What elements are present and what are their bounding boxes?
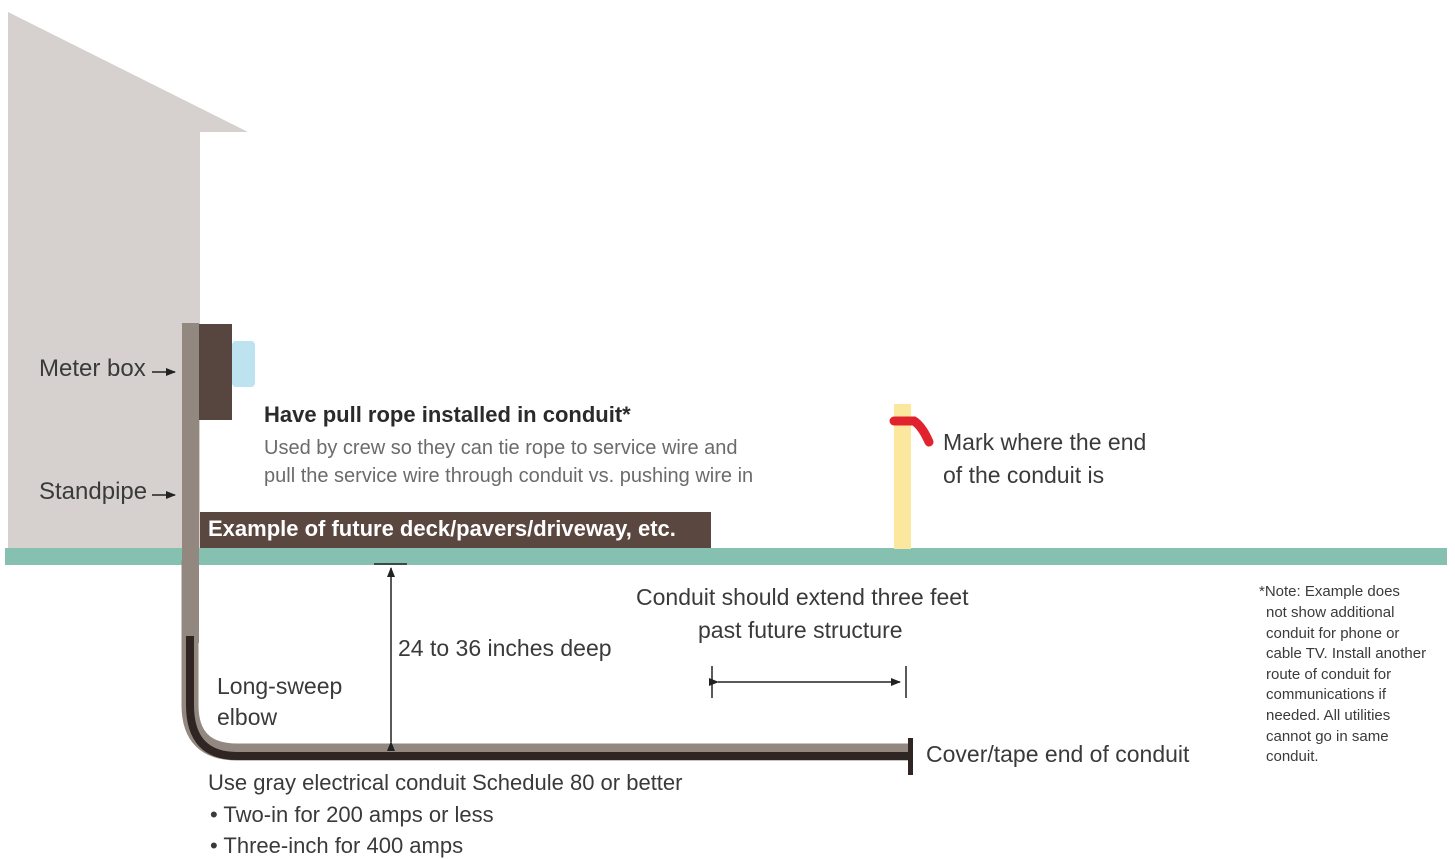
marker-stake [894,404,911,549]
ground-line [5,548,1447,565]
marker-flag [889,416,934,447]
standpipe-label: Standpipe [39,478,148,505]
note-line-5: route of conduit for [1266,666,1392,683]
note-line-1: *Note: Example does [1259,583,1400,600]
future-structure-label: Example of future deck/pavers/driveway, … [208,516,676,541]
depth-label: 24 to 36 inches deep [398,635,612,661]
note-line-9: conduit. [1266,748,1319,765]
meter-box-label: Meter box [39,355,146,382]
house [8,12,248,549]
conduit-spec-bullet-1: • Two-in for 200 amps or less [210,802,494,827]
extend-label-line1: Conduit should extend three feet [636,584,969,610]
conduit [186,636,912,760]
conduit-spec-bullet-2: • Three-inch for 400 amps [210,833,464,858]
note-line-6: communications if [1266,686,1387,703]
meter-glass [232,341,255,387]
pull-rope-title: Have pull rope installed in conduit* [264,402,631,427]
note-line-7: needed. All utilities [1266,707,1391,724]
note-line-2: not show additional [1266,604,1395,621]
conduit-spec-bullet-2-text: Three-inch for 400 amps [223,833,464,858]
cover-label: Cover/tape end of conduit [926,741,1190,767]
pull-rope-desc-line2: pull the service wire through conduit vs… [264,465,754,487]
elbow-label-line2: elbow [217,704,278,730]
marker-label-line1: Mark where the end [943,429,1147,455]
conduit-spec-heading: Use gray electrical conduit Schedule 80 … [208,770,683,795]
extend-label-line2: past future structure [698,617,903,643]
marker-label-line2: of the conduit is [943,462,1105,488]
conduit-spec-bullet-1-text: Two-in for 200 amps or less [223,802,494,827]
note-line-4: cable TV. Install another [1266,645,1427,662]
future-structure-bar [200,512,711,548]
note-line-3: conduit for phone or [1266,625,1400,642]
conduit-end-cap [908,738,913,775]
pull-rope-desc-line1: Used by crew so they can tie rope to ser… [264,437,738,459]
elbow-label-line1: Long-sweep [217,673,343,699]
meter-box [199,324,232,420]
note-line-8: cannot go in same [1266,728,1389,745]
